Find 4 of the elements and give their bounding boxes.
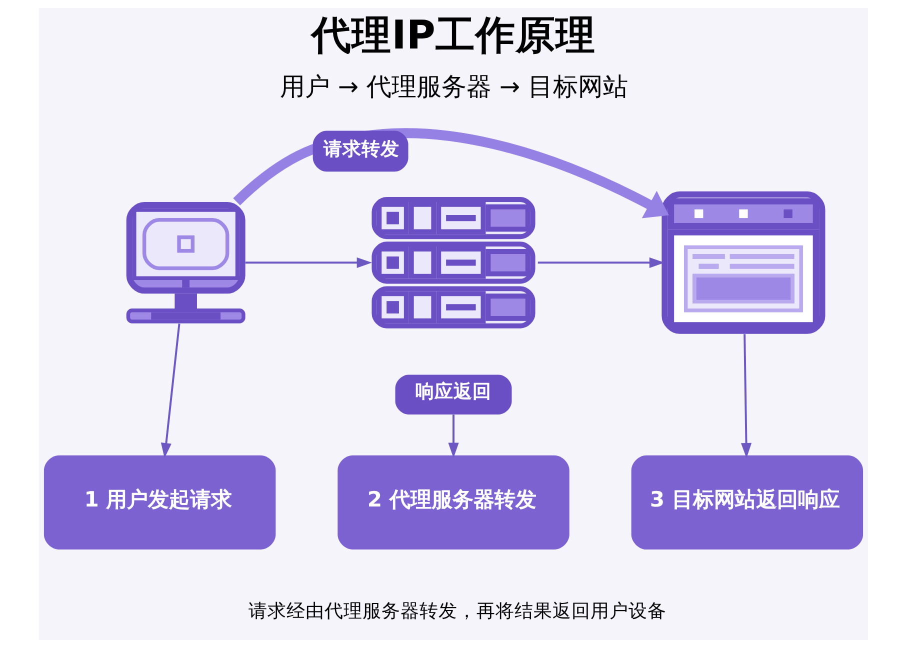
edge-label: 请求转发	[322, 138, 399, 160]
label: 用户 → 代理服务器 → 目标网站	[280, 72, 628, 101]
diagram-title: 代理IP工作原理	[311, 12, 595, 58]
caption: 请求经由代理服务器转发，再将结果返回用户设备	[248, 601, 666, 622]
